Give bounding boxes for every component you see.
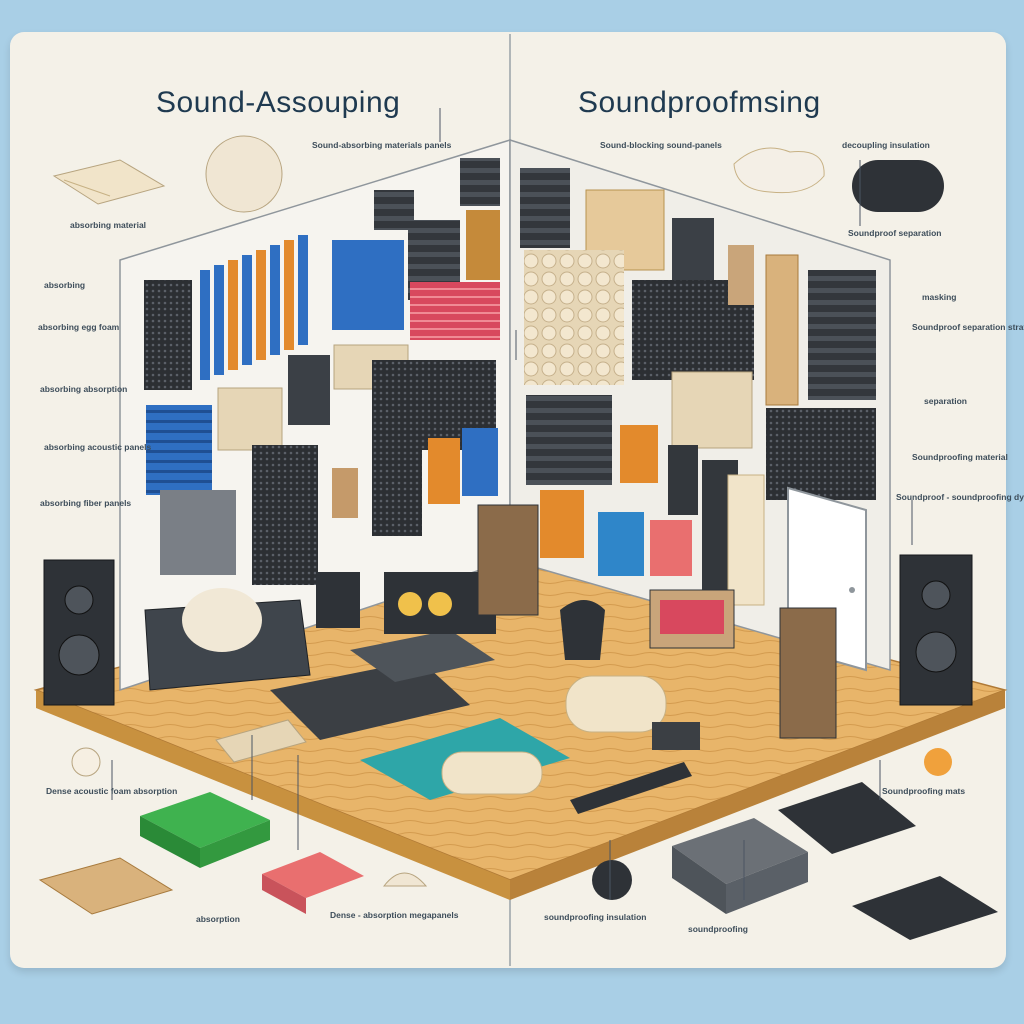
- panel-right-dark: [672, 218, 714, 284]
- panel-red-stripe: [410, 282, 500, 340]
- panel-right-black-large: [766, 408, 876, 500]
- sample-black-roll: [852, 160, 944, 212]
- panel-black-tile: [144, 280, 192, 390]
- label-right-bottom-right: Soundproofing mats: [882, 786, 966, 796]
- monitor-speaker: [779, 607, 837, 739]
- leader-lines: [111, 108, 913, 900]
- panel-black-small: [372, 450, 422, 536]
- sample-tuft: [382, 872, 428, 887]
- speaker-wood: [477, 504, 539, 616]
- speaker-right: [899, 554, 973, 706]
- label-right-side-3: Soundproof separation strategy: [912, 322, 1024, 332]
- label-right-side-1: Soundproof separation: [848, 228, 942, 238]
- panel-right-black-wedge: [526, 395, 612, 485]
- title-left: Sound-Assouping: [156, 86, 401, 119]
- roll-cylinder: [441, 751, 543, 795]
- panel-egg-crate: [524, 250, 624, 385]
- label-right-bottom-mid-1: soundproofing insulation: [544, 912, 647, 922]
- door-handle: [849, 587, 855, 593]
- speaker-left: [43, 559, 115, 706]
- floor-edge-right: [510, 690, 1005, 900]
- panel-wedge-top: [460, 158, 500, 206]
- sample-pink-foam: [262, 852, 364, 898]
- panel-roll-upright: [727, 474, 765, 606]
- label-right-top-center: Sound-blocking sound-panels: [600, 140, 722, 150]
- office-chair: [560, 600, 605, 660]
- panel-right-orange: [620, 425, 658, 483]
- monitor-screen: [660, 600, 724, 634]
- sample-fibers-topleft: [52, 159, 166, 205]
- sample-black-ball: [592, 860, 632, 900]
- panel-right-pink: [650, 520, 692, 576]
- label-left-bottom-mid-1: absorption: [196, 914, 240, 924]
- sample-cotton-ball: [205, 135, 283, 213]
- panel-blue-small: [462, 428, 498, 496]
- sample-wool: [733, 147, 825, 194]
- panel-dark-grey: [288, 355, 330, 425]
- label-right-top-right: decoupling insulation: [842, 140, 930, 150]
- panel-beige-slats: [217, 387, 283, 451]
- rug-grey: [350, 630, 495, 682]
- panel-black-tall: [252, 445, 318, 585]
- floor-tile-beige: [215, 719, 307, 763]
- art-panel: [540, 490, 584, 558]
- label-left-bottom-left: Dense acoustic foam absorption: [46, 786, 178, 796]
- sample-ball: [71, 747, 101, 777]
- cushion: [182, 588, 262, 652]
- title-right: Soundproofmsing: [578, 86, 821, 119]
- panel-grey-ribbed: [160, 490, 236, 575]
- sample-orange-ball: [924, 748, 952, 776]
- panel-blue-stripe: [146, 405, 212, 495]
- label-left-bottom-mid-2: Dense - absorption megapanels: [330, 910, 459, 920]
- label-left-side-1: absorbing: [44, 280, 86, 290]
- label-right-side-5: Soundproofing material: [912, 452, 1008, 462]
- keyboard: [570, 762, 692, 814]
- panel-right-blue: [598, 512, 644, 576]
- panel-right-fabric: [671, 371, 753, 449]
- sample-grey-foam: [672, 818, 808, 884]
- subwoofer: [316, 572, 360, 628]
- label-left-top-left: absorbing material: [70, 220, 147, 230]
- panel-gold: [466, 210, 500, 280]
- foam-roll: [565, 675, 667, 733]
- rug-dark: [270, 660, 470, 740]
- panel-right-wood-tall: [765, 254, 799, 406]
- label-left-top-center: Sound-absorbing materials panels: [312, 140, 452, 150]
- panel-blue-square: [332, 240, 404, 330]
- panel-blue-slats: [200, 235, 308, 380]
- label-left-side-5: absorbing fiber panels: [40, 498, 132, 508]
- panel-orange: [428, 438, 460, 504]
- panel-right-wedge: [520, 168, 570, 248]
- sample-wood-slats: [38, 857, 174, 915]
- label-left-side-2: absorbing egg foam: [38, 322, 120, 332]
- sample-black-slats: [852, 876, 998, 940]
- audio-interface: [652, 722, 700, 750]
- floor-edge-left: [36, 690, 510, 900]
- sample-green-foam: [140, 792, 270, 848]
- label-right-side-6: Soundproof - soundproofing dye: [896, 492, 1024, 502]
- label-right-side-2: masking: [922, 292, 957, 302]
- panel-wedge-small: [374, 190, 414, 230]
- label-left-side-4: absorbing acoustic panels: [44, 442, 152, 452]
- label-right-side-4: separation: [924, 396, 967, 406]
- panel-right-bamboo: [728, 245, 754, 305]
- panel-cork: [332, 468, 358, 518]
- label-left-side-3: absorbing absorption: [40, 384, 128, 394]
- panel-right-wedge-tall: [808, 270, 876, 400]
- sample-black-mat: [778, 782, 916, 854]
- label-right-bottom-mid-2: soundproofing: [688, 924, 748, 934]
- panel-right-columns: [668, 445, 698, 515]
